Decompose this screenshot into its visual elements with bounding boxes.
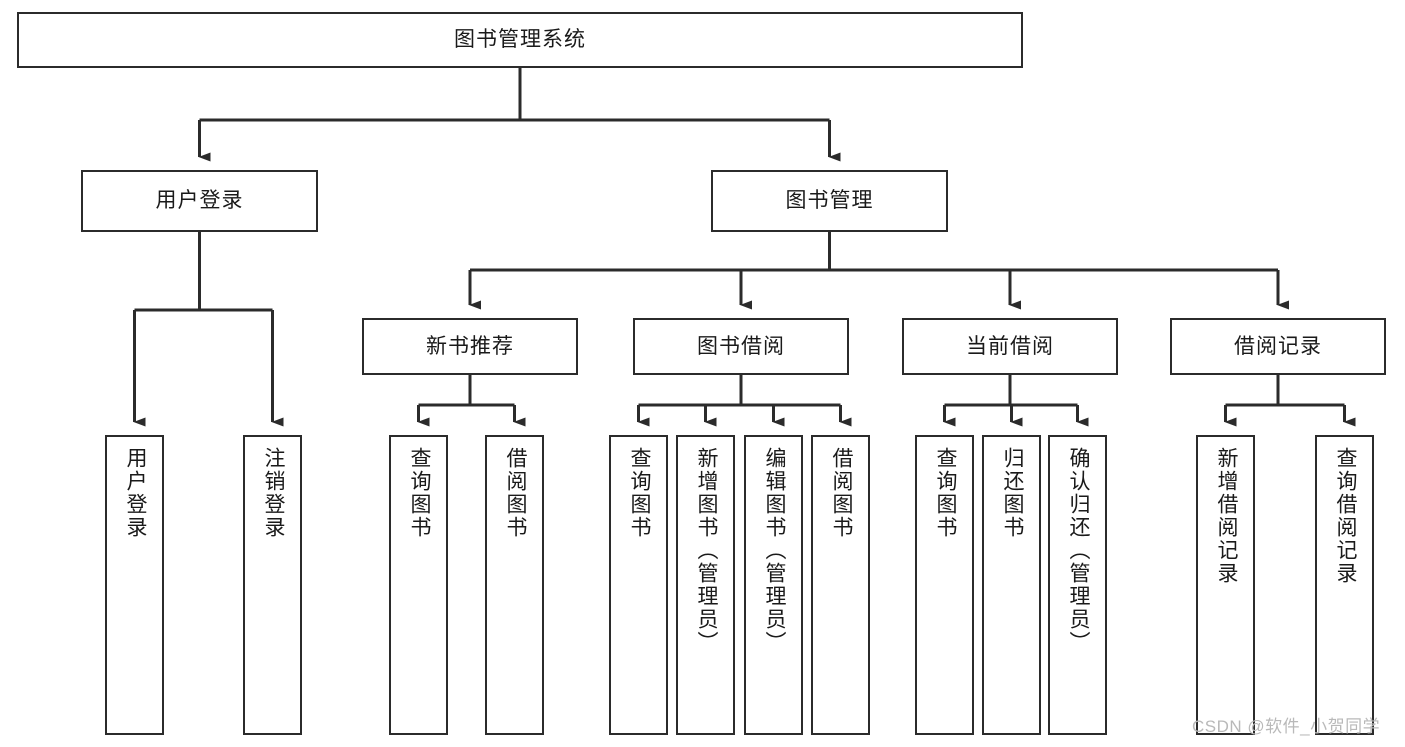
node-label: 注销登录	[261, 447, 285, 539]
node-label: 用户登录	[155, 189, 244, 213]
node-leaf-查询图书-4[interactable]: 查询图书	[609, 435, 668, 735]
node-l3-新书推荐-0[interactable]: 新书推荐	[362, 318, 578, 375]
connector-bus	[470, 232, 1278, 272]
node-leaf-新增借阅记录-11[interactable]: 新增借阅记录	[1196, 435, 1255, 735]
node-l2-用户登录-0[interactable]: 用户登录	[81, 170, 318, 232]
node-l2-图书管理-1[interactable]: 图书管理	[711, 170, 948, 232]
connector-bus	[638, 375, 841, 407]
connector-bus	[199, 68, 830, 122]
node-label: 查询图书	[933, 447, 957, 539]
node-label: 确认归还（管理员）	[1066, 447, 1090, 654]
node-label: 当前借阅	[966, 334, 1054, 358]
node-leaf-用户登录-0[interactable]: 用户登录	[105, 435, 164, 735]
node-leaf-注销登录-1[interactable]: 注销登录	[243, 435, 302, 735]
node-label: 用户登录	[123, 447, 147, 539]
node-label: 查询借阅记录	[1333, 447, 1357, 585]
node-label: 图书管理系统	[454, 28, 586, 52]
node-label: 图书借阅	[697, 334, 785, 358]
node-l3-借阅记录-3[interactable]: 借阅记录	[1170, 318, 1386, 375]
node-label: 借阅记录	[1234, 334, 1322, 358]
node-leaf-编辑图书管理员-6[interactable]: 编辑图书（管理员）	[744, 435, 803, 735]
node-leaf-借阅图书-3[interactable]: 借阅图书	[485, 435, 544, 735]
node-label: 新书推荐	[426, 334, 514, 358]
connector-bus	[418, 375, 515, 407]
node-label: 新增图书（管理员）	[694, 447, 718, 654]
node-label: 编辑图书（管理员）	[762, 447, 786, 654]
node-label: 新增借阅记录	[1214, 447, 1238, 585]
connector-bus	[134, 232, 273, 312]
node-l3-图书借阅-1[interactable]: 图书借阅	[633, 318, 849, 375]
node-label: 借阅图书	[829, 447, 853, 539]
connector-bus	[944, 375, 1078, 407]
node-leaf-借阅图书-7[interactable]: 借阅图书	[811, 435, 870, 735]
node-l3-当前借阅-2[interactable]: 当前借阅	[902, 318, 1118, 375]
node-leaf-新增图书管理员-5[interactable]: 新增图书（管理员）	[676, 435, 735, 735]
node-leaf-查询图书-2[interactable]: 查询图书	[389, 435, 448, 735]
node-leaf-查询图书-8[interactable]: 查询图书	[915, 435, 974, 735]
node-label: 借阅图书	[503, 447, 527, 539]
node-root-图书管理系统[interactable]: 图书管理系统	[17, 12, 1023, 68]
node-leaf-查询借阅记录-12[interactable]: 查询借阅记录	[1315, 435, 1374, 735]
connector-bus	[1225, 375, 1345, 407]
node-leaf-确认归还管理员-10[interactable]: 确认归还（管理员）	[1048, 435, 1107, 735]
node-label: 查询图书	[627, 447, 651, 539]
node-label: 归还图书	[1000, 447, 1024, 539]
node-leaf-归还图书-9[interactable]: 归还图书	[982, 435, 1041, 735]
node-label: 图书管理	[785, 189, 874, 213]
node-label: 查询图书	[407, 447, 431, 539]
